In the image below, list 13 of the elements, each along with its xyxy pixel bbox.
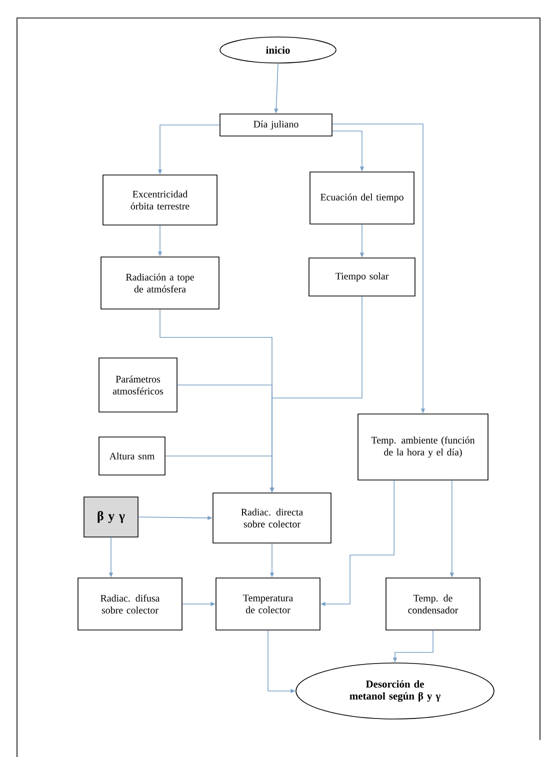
process-box: Temperatura de colector [216, 578, 320, 630]
process-box: Parámetros atmosféricos [98, 358, 178, 412]
input-box: β y γ [84, 496, 138, 538]
process-box: Radiac. directa sobre colector [212, 492, 332, 544]
process-box: Temp. de condensador [386, 578, 480, 630]
process-box: Temp. ambiente (función de la hora y el día) [358, 414, 488, 480]
process-box: Día juliano [220, 114, 332, 136]
process-box: Excentricidad órbita terrestre [102, 174, 218, 226]
process-box: Radiación a tope de atmósfera [100, 256, 220, 310]
process-box: Tiempo solar [308, 258, 416, 296]
process-box: Ecuación del tiempo [310, 172, 414, 224]
process-box: Altura snm [98, 436, 166, 476]
process-box: Radiac. difusa sobre colector [78, 578, 182, 630]
